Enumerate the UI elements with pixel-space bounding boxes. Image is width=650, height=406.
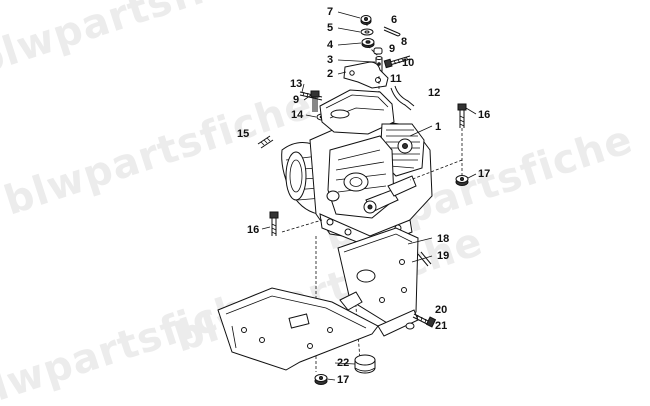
callout-4: 4	[327, 39, 334, 51]
callout-20: 20	[435, 304, 447, 316]
callout-13: 13	[290, 78, 302, 90]
spring-part-15	[257, 135, 274, 149]
nut-part-17-bottom	[314, 374, 328, 385]
callout-1: 1	[435, 121, 441, 133]
callout-15: 15	[237, 128, 249, 140]
callout-3: 3	[327, 54, 333, 66]
callout-7: 7	[327, 6, 333, 18]
watermark-top: blwpartsfiche	[0, 0, 288, 85]
linkage-assembly	[343, 15, 411, 92]
callout-19: 19	[437, 250, 449, 262]
callout-9-left: 9	[293, 94, 299, 106]
bolt-part-20	[412, 313, 437, 328]
callout-16-right: 16	[478, 109, 490, 121]
callout-9-top: 9	[389, 43, 395, 55]
callout-11: 11	[390, 73, 402, 85]
callout-leaders	[261, 11, 477, 381]
nut-part-17-right	[455, 175, 469, 186]
pin-part-8	[383, 26, 401, 37]
bolt-part-9-left	[310, 90, 320, 112]
crankshaft-output	[363, 175, 417, 214]
bushing-part-4	[361, 38, 375, 48]
callout-21: 21	[435, 320, 447, 332]
hose-part-12	[390, 85, 415, 111]
spacer-part-9-top	[373, 47, 383, 55]
washer-part-5	[360, 28, 374, 36]
nut-part-7	[360, 15, 372, 25]
callout-8: 8	[401, 36, 407, 48]
watermark-middle: blwpartsfiche	[0, 82, 318, 225]
callout-17-right: 17	[478, 168, 490, 180]
callout-14: 14	[291, 109, 304, 121]
callout-17-bottom: 17	[337, 374, 349, 386]
callout-12: 12	[428, 87, 440, 99]
callout-5: 5	[327, 22, 333, 34]
callout-2: 2	[327, 68, 333, 80]
bolt-part-10	[383, 55, 411, 69]
callout-6: 6	[391, 14, 397, 26]
callout-labels: 7 6 5 8 4 9 3 10 2 11 13 12 9 14 16 1 15…	[237, 6, 490, 386]
callout-16-left: 16	[247, 224, 259, 236]
washer-part-21	[405, 322, 415, 330]
callout-18: 18	[437, 233, 449, 245]
rubber-mount-part-22	[354, 354, 376, 374]
bolt-part-16-left	[269, 211, 279, 236]
clip-part-19	[417, 251, 432, 267]
bolt-part-16-right	[457, 103, 467, 128]
engine-part-1	[281, 89, 433, 249]
callout-22: 22	[337, 357, 349, 369]
callout-10: 10	[402, 57, 414, 69]
mounting-frame-part-18	[217, 227, 433, 371]
